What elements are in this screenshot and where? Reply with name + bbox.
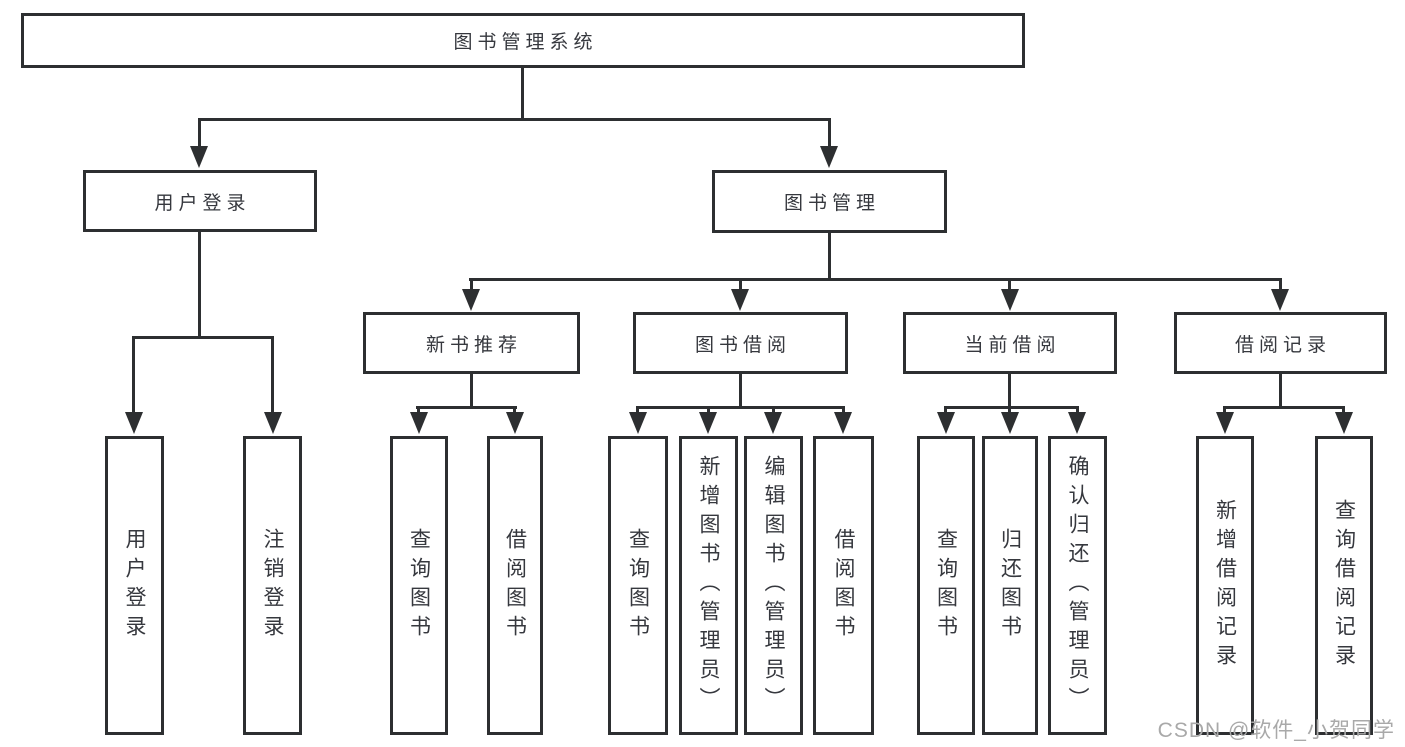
connector-line xyxy=(1223,406,1345,409)
leaf-add-borrow-record-label: 新增借阅记录 xyxy=(1213,498,1237,673)
leaf-add-book-admin-label: 新增图书（管理员） xyxy=(697,455,720,716)
node-new-book-recommend: 新书推荐 xyxy=(363,312,580,374)
connector-line xyxy=(772,406,775,416)
leaf-return-books: 归还图书 xyxy=(982,436,1038,735)
arrowhead-down-icon xyxy=(834,412,852,434)
node-book-management-label: 图书管理 xyxy=(783,193,880,214)
node-borrowing-records: 借阅记录 xyxy=(1174,312,1387,374)
arrowhead-down-icon xyxy=(1001,289,1019,311)
arrowhead-down-icon xyxy=(1271,289,1289,311)
connector-line xyxy=(132,336,274,339)
connector-line xyxy=(828,118,831,148)
connector-line xyxy=(828,233,831,278)
leaf-add-borrow-record: 新增借阅记录 xyxy=(1196,436,1254,735)
node-current-borrowing-label: 当前借阅 xyxy=(964,334,1061,356)
connector-line xyxy=(1279,374,1282,406)
arrowhead-down-icon xyxy=(731,289,749,311)
connector-line xyxy=(739,374,742,406)
node-user-login-label: 用户登录 xyxy=(154,192,251,214)
connector-line xyxy=(842,406,845,416)
arrowhead-down-icon xyxy=(820,146,838,168)
connector-line xyxy=(271,336,274,414)
arrowhead-down-icon xyxy=(410,412,428,434)
connector-line xyxy=(1342,406,1345,416)
leaf-borrow-books-borrowing-label: 借阅图书 xyxy=(832,527,855,644)
leaf-query-books-borrowing-label: 查询图书 xyxy=(626,527,650,644)
leaf-edit-book-admin: 编辑图书（管理员） xyxy=(744,436,803,735)
leaf-logout: 注销登录 xyxy=(243,436,302,735)
leaf-confirm-return-admin: 确认归还（管理员） xyxy=(1048,436,1107,735)
leaf-query-borrow-record: 查询借阅记录 xyxy=(1315,436,1373,735)
connector-line xyxy=(198,231,201,336)
connector-line xyxy=(944,406,1079,409)
arrowhead-down-icon xyxy=(699,412,717,434)
connector-line xyxy=(636,406,639,416)
arrowhead-down-icon xyxy=(1068,412,1086,434)
arrowhead-down-icon xyxy=(1335,412,1353,434)
connector-line xyxy=(739,278,742,292)
node-book-borrowing: 图书借阅 xyxy=(633,312,848,374)
leaf-query-books-recommend-label: 查询图书 xyxy=(407,527,431,644)
arrowhead-down-icon xyxy=(937,412,955,434)
leaf-return-books-label: 归还图书 xyxy=(998,527,1022,644)
connector-line xyxy=(417,406,420,416)
leaf-borrow-books-borrowing: 借阅图书 xyxy=(813,436,874,735)
leaf-query-books-current-label: 查询图书 xyxy=(934,527,958,644)
arrowhead-down-icon xyxy=(190,146,208,168)
node-user-login: 用户登录 xyxy=(83,170,317,232)
connector-line xyxy=(470,374,473,406)
connector-line xyxy=(416,406,517,409)
leaf-query-books-current: 查询图书 xyxy=(917,436,975,735)
connector-line xyxy=(1076,406,1079,416)
arrowhead-down-icon xyxy=(1001,412,1019,434)
leaf-user-login: 用户登录 xyxy=(105,436,164,735)
leaf-user-login-label: 用户登录 xyxy=(123,527,146,644)
arrowhead-down-icon xyxy=(125,412,143,434)
leaf-query-borrow-record-label: 查询借阅记录 xyxy=(1332,498,1356,673)
connector-line xyxy=(198,118,831,121)
arrowhead-down-icon xyxy=(764,412,782,434)
node-root: 图书管理系统 xyxy=(21,13,1025,68)
node-new-book-recommend-label: 新书推荐 xyxy=(425,334,522,356)
connector-line xyxy=(469,278,1282,281)
leaf-confirm-return-admin-label: 确认归还（管理员） xyxy=(1066,455,1089,716)
node-borrowing-records-label: 借阅记录 xyxy=(1234,334,1331,356)
connector-line xyxy=(1279,278,1282,292)
connector-line xyxy=(636,406,845,409)
csdn-watermark: CSDN @软件_小贺同学 xyxy=(1157,719,1395,742)
leaf-add-book-admin: 新增图书（管理员） xyxy=(679,436,738,735)
arrowhead-down-icon xyxy=(506,412,524,434)
connector-line xyxy=(521,68,524,118)
connector-line xyxy=(470,278,473,292)
leaf-query-books-recommend: 查询图书 xyxy=(390,436,448,735)
arrowhead-down-icon xyxy=(629,412,647,434)
node-book-management: 图书管理 xyxy=(712,170,947,233)
arrowhead-down-icon xyxy=(1216,412,1234,434)
leaf-logout-label: 注销登录 xyxy=(261,527,284,644)
connector-line xyxy=(132,336,135,414)
arrowhead-down-icon xyxy=(264,412,282,434)
connector-line xyxy=(707,406,710,416)
connector-line xyxy=(1008,278,1011,292)
connector-line xyxy=(513,406,516,416)
leaf-borrow-books-recommend: 借阅图书 xyxy=(487,436,543,735)
leaf-query-books-borrowing: 查询图书 xyxy=(608,436,668,735)
connector-line xyxy=(1223,406,1226,416)
node-book-borrowing-label: 图书借阅 xyxy=(694,334,791,356)
connector-line xyxy=(944,406,947,416)
connector-line xyxy=(1008,374,1011,406)
connector-line xyxy=(1008,406,1011,416)
node-root-label: 图书管理系统 xyxy=(453,32,598,53)
node-current-borrowing: 当前借阅 xyxy=(903,312,1117,374)
leaf-edit-book-admin-label: 编辑图书（管理员） xyxy=(762,455,785,716)
connector-line xyxy=(198,118,201,148)
leaf-borrow-books-recommend-label: 借阅图书 xyxy=(503,527,527,644)
arrowhead-down-icon xyxy=(462,289,480,311)
